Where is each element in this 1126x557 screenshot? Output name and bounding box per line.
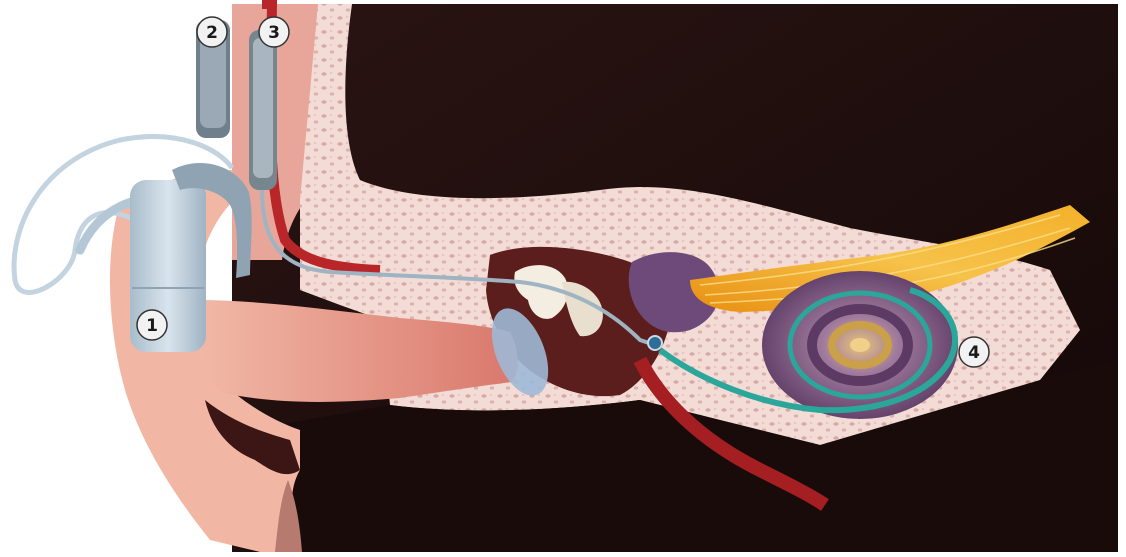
marker-3: 3 <box>259 17 289 47</box>
electrode-tip <box>648 336 662 350</box>
svg-text:3: 3 <box>268 23 280 43</box>
svg-text:1: 1 <box>146 316 158 336</box>
marker-4: 4 <box>959 337 989 367</box>
marker-2: 2 <box>197 17 227 47</box>
svg-text:2: 2 <box>206 23 218 43</box>
cochlea <box>762 271 958 419</box>
marker-1: 1 <box>137 310 167 340</box>
svg-text:4: 4 <box>968 343 980 363</box>
